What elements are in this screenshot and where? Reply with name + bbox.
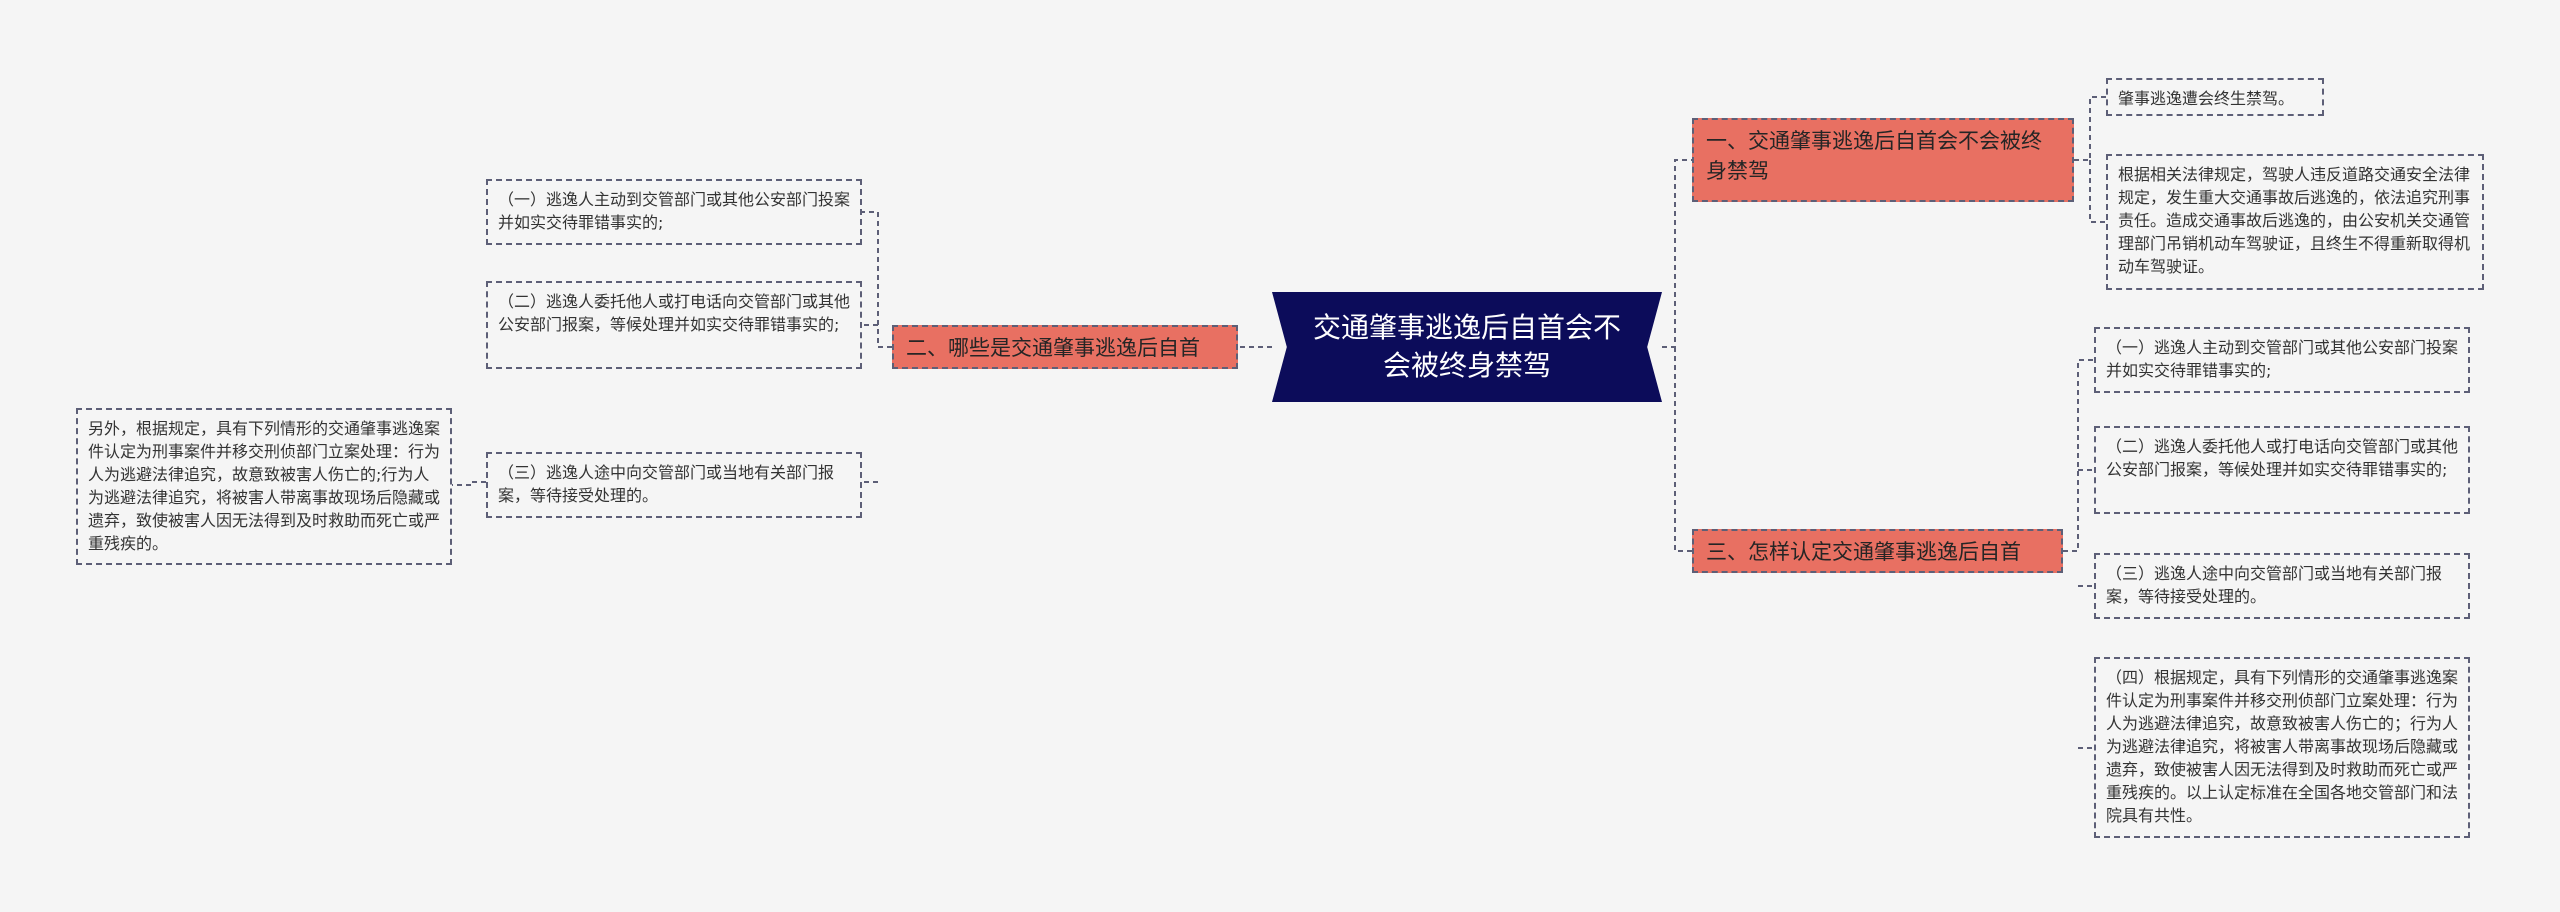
leaf-one-a[interactable]: 肇事逃逸遭会终生禁驾。 <box>2106 78 2324 116</box>
leaf-three-3[interactable]: （三）逃逸人途中向交管部门或当地有关部门报案，等待接受处理的。 <box>2094 553 2470 619</box>
central-topic-label: 交通肇事逃逸后自首会不会被终身禁驾 <box>1312 311 1621 382</box>
leaf-three-4-text: （四）根据规定，具有下列情形的交通肇事逃逸案件认定为刑事案件并移交刑侦部门立案处… <box>2106 668 2459 825</box>
leaf-one-b[interactable]: 根据相关法律规定，驾驶人违反道路交通安全法律规定，发生重大交通事故后逃逸的，依法… <box>2106 154 2484 290</box>
branch-one-label: 一、交通肇事逃逸后自首会不会被终身禁驾 <box>1706 129 2042 183</box>
leaf-three-1-text: （一）逃逸人主动到交管部门或其他公安部门投案并如实交待罪错事实的; <box>2106 338 2459 380</box>
branch-three-label: 三、怎样认定交通肇事逃逸后自首 <box>1706 540 2021 564</box>
leaf-one-a-text: 肇事逃逸遭会终生禁驾。 <box>2118 89 2295 108</box>
branch-one[interactable]: 一、交通肇事逃逸后自首会不会被终身禁驾 <box>1692 118 2074 202</box>
leaf-two-2-text: （二）逃逸人委托他人或打电话向交管部门或其他公安部门报案，等候处理并如实交待罪错… <box>498 292 851 334</box>
leaf-two-3-sub[interactable]: 另外，根据规定，具有下列情形的交通肇事逃逸案件认定为刑事案件并移交刑侦部门立案处… <box>76 408 452 565</box>
branch-two-label: 二、哪些是交通肇事逃逸后自首 <box>906 336 1200 360</box>
leaf-three-1[interactable]: （一）逃逸人主动到交管部门或其他公安部门投案并如实交待罪错事实的; <box>2094 327 2470 393</box>
leaf-two-1[interactable]: （一）逃逸人主动到交管部门或其他公安部门投案并如实交待罪错事实的; <box>486 179 862 245</box>
leaf-three-4[interactable]: （四）根据规定，具有下列情形的交通肇事逃逸案件认定为刑事案件并移交刑侦部门立案处… <box>2094 657 2470 838</box>
leaf-three-3-text: （三）逃逸人途中向交管部门或当地有关部门报案，等待接受处理的。 <box>2106 564 2443 606</box>
leaf-three-2-text: （二）逃逸人委托他人或打电话向交管部门或其他公安部门报案，等候处理并如实交待罪错… <box>2106 437 2459 479</box>
branch-two[interactable]: 二、哪些是交通肇事逃逸后自首 <box>892 325 1238 369</box>
leaf-one-b-text: 根据相关法律规定，驾驶人违反道路交通安全法律规定，发生重大交通事故后逃逸的，依法… <box>2118 165 2471 276</box>
leaf-two-3[interactable]: （三）逃逸人途中向交管部门或当地有关部门报案，等待接受处理的。 <box>486 452 862 518</box>
leaf-three-2[interactable]: （二）逃逸人委托他人或打电话向交管部门或其他公安部门报案，等候处理并如实交待罪错… <box>2094 426 2470 514</box>
central-topic[interactable]: 交通肇事逃逸后自首会不会被终身禁驾 <box>1272 292 1662 402</box>
leaf-two-3-text: （三）逃逸人途中向交管部门或当地有关部门报案，等待接受处理的。 <box>498 463 835 505</box>
leaf-two-2[interactable]: （二）逃逸人委托他人或打电话向交管部门或其他公安部门报案，等候处理并如实交待罪错… <box>486 281 862 369</box>
leaf-two-3-sub-text: 另外，根据规定，具有下列情形的交通肇事逃逸案件认定为刑事案件并移交刑侦部门立案处… <box>88 419 441 553</box>
leaf-two-1-text: （一）逃逸人主动到交管部门或其他公安部门投案并如实交待罪错事实的; <box>498 190 851 232</box>
branch-three[interactable]: 三、怎样认定交通肇事逃逸后自首 <box>1692 529 2063 573</box>
